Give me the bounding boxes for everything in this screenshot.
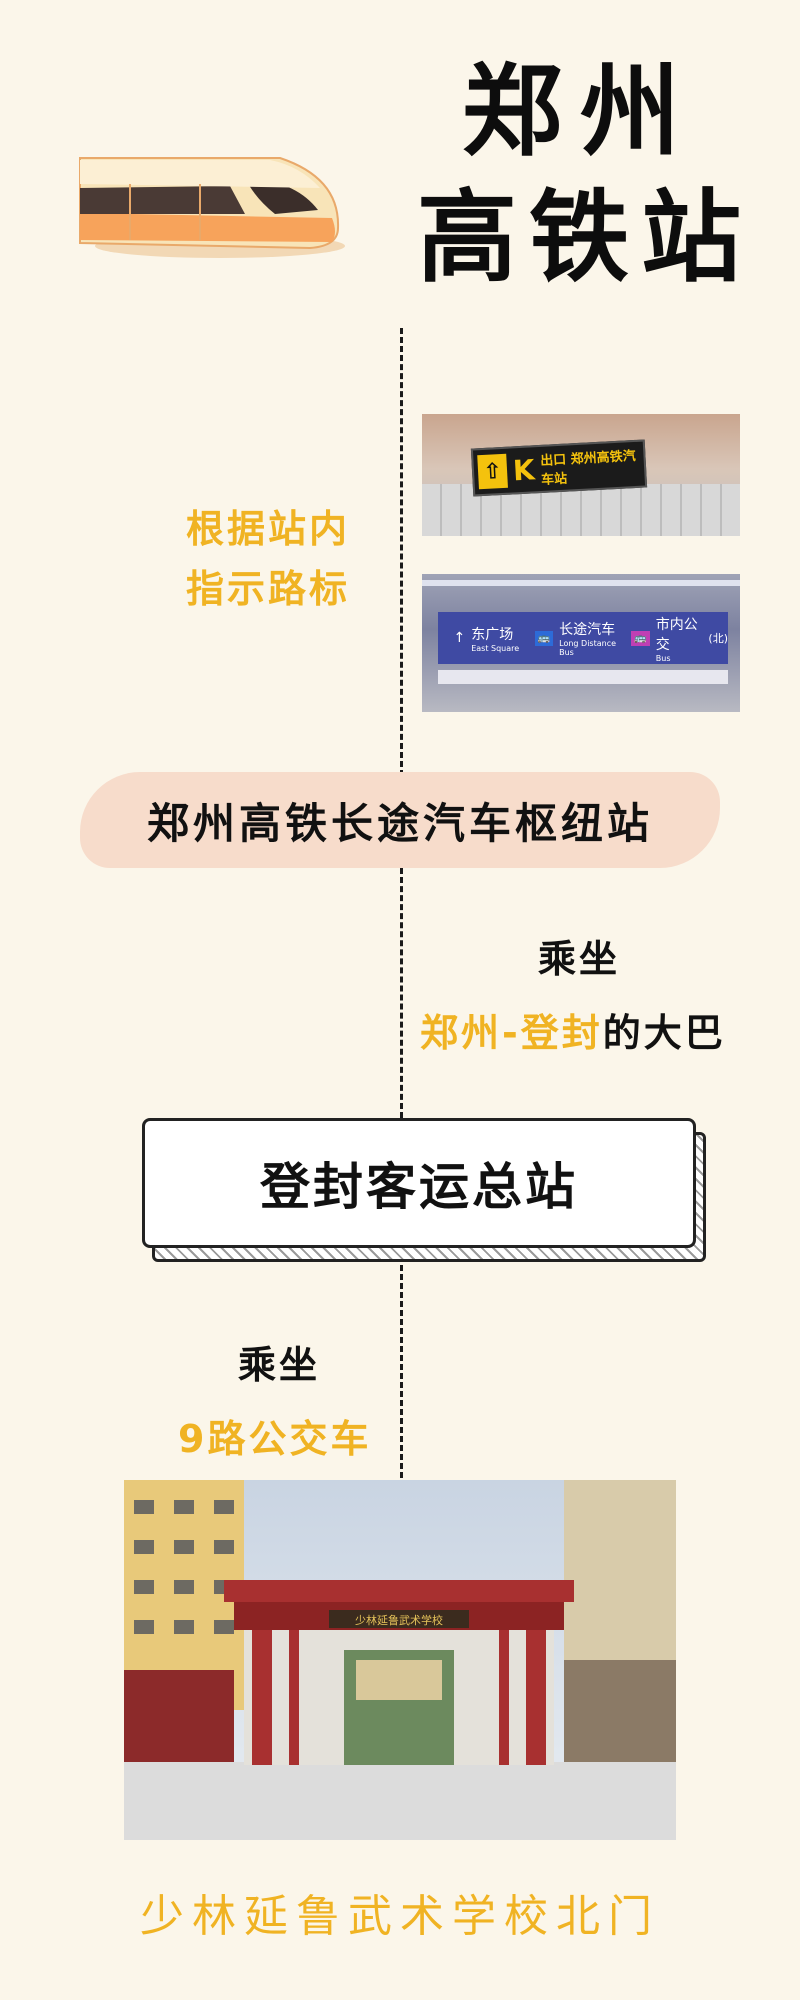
exit-arrow-icon: ⇧ <box>477 453 508 490</box>
high-speed-train-icon <box>79 157 345 258</box>
school-gate-sign-text: 少林延鲁武术学校 <box>355 1613 443 1627</box>
title-line-1: 郑州 <box>462 53 698 170</box>
step2-route-line: 郑州-登封的大巴 <box>420 1002 726 1057</box>
sign-item-cn: 长途汽车 <box>559 622 616 638</box>
sign-city-bus: 🚌 市内公交 Bus (北) <box>631 612 728 664</box>
step3-route: 9路公交车 <box>178 1417 372 1461</box>
bus-icon: 🚌 <box>631 630 650 646</box>
sign-item-cn: 市内公交 <box>655 616 698 653</box>
step1-line-1: 根据站内 <box>186 507 351 551</box>
exit-sign-photo: ⇧ K 出口 郑州高铁汽车站 <box>422 414 740 536</box>
sign-east-square: ↑ 东广场 East Square <box>438 612 535 664</box>
station2-label: 郑州高铁长途汽车枢纽站 <box>146 798 653 848</box>
exit-sign-k: K <box>512 452 536 487</box>
station2-ribbon: 郑州高铁长途汽车枢纽站 <box>80 772 720 868</box>
arrow-up-icon: ↑ <box>453 630 466 646</box>
sign-item-en: East Square <box>471 643 520 653</box>
step2-take: 乘坐 <box>538 937 621 981</box>
sign-item-en: Long Distance Bus <box>559 639 617 657</box>
destination-label: 少林延鲁武术学校北门 <box>140 1891 660 1942</box>
exit-sign: ⇧ K 出口 郑州高铁汽车站 <box>470 439 648 497</box>
exit-sign-text: 出口 郑州高铁汽车站 <box>539 448 637 488</box>
school-gate-photo: 少林延鲁武术学校 <box>124 1480 676 1840</box>
bus-icon: 🚌 <box>534 630 554 646</box>
station3-card: 登封客运总站 <box>142 1118 696 1248</box>
step2-route: 郑州-登封 <box>420 1011 603 1055</box>
sign-long-distance: 🚌 长途汽车 Long Distance Bus <box>534 612 632 664</box>
sign-item-cn: 东广场 <box>471 626 514 643</box>
sign-item-extra: (北) <box>708 632 729 645</box>
title-line-2: 高铁站 <box>417 179 753 296</box>
sign-item-en: Bus <box>655 653 671 663</box>
direction-sign-photo: ↑ 东广场 East Square 🚌 长途汽车 Long Distance B… <box>422 574 740 712</box>
step1-line-2: 指示路标 <box>186 567 351 611</box>
timeline-dash <box>400 1256 403 1478</box>
timeline-dash <box>400 868 403 1118</box>
station3-label: 登封客运总站 <box>260 1158 578 1216</box>
timeline-dash <box>400 328 403 776</box>
step2-suffix: 的大巴 <box>602 1011 726 1055</box>
direction-sign: ↑ 东广场 East Square 🚌 长途汽车 Long Distance B… <box>438 612 728 664</box>
step3-take: 乘坐 <box>238 1343 321 1387</box>
